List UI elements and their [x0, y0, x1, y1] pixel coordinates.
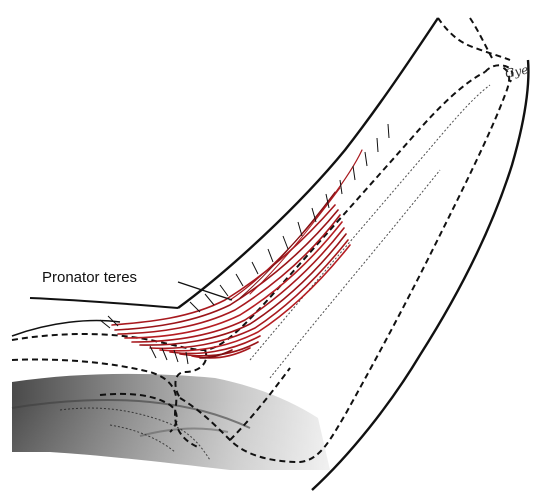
arm-shading-overlay [12, 374, 330, 470]
artist-signature: Gye [504, 62, 530, 81]
forearm-lower-outline [312, 60, 528, 490]
forearm-upper-outline [178, 18, 438, 308]
pronator-teres-muscle [112, 150, 362, 358]
pronator-teres-label: Pronator teres [42, 269, 137, 286]
upper-arm-outline [30, 298, 178, 308]
